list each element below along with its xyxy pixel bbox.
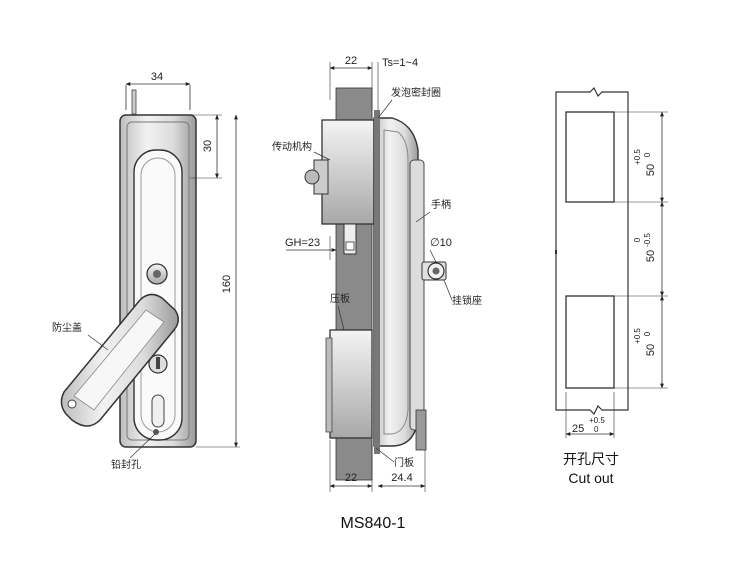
pressure-plate-label: 压板: [330, 292, 350, 305]
ts-dim: Ts=1~4: [382, 57, 418, 69]
door-panel-label: 门板: [394, 456, 414, 469]
cutout-tol-top-lower: 0: [643, 152, 652, 157]
cutout-dim-width: 25: [572, 423, 584, 435]
cutout-tol-width-upper: +0.5: [589, 416, 605, 425]
cutout-dim-top: 50: [645, 164, 657, 176]
side-bottom-right-dim: 24.4: [391, 472, 412, 484]
front-width-dim: 34: [151, 71, 163, 83]
handle-profile: [373, 110, 447, 454]
side-bottom-left-dim: 22: [345, 472, 357, 484]
cutout-view: 50 +0.5 0 50 0 -0.5 50 +0.5 0 25 +0.5 0 …: [555, 86, 668, 486]
handle-label: 手柄: [431, 198, 451, 211]
front-height-dim: 160: [221, 275, 233, 293]
cutout-dim-mid: 50: [645, 250, 657, 262]
cutout-tol-top-upper: +0.5: [633, 149, 642, 165]
seal-hole-label: 铅封孔: [111, 458, 141, 471]
front-view: 34 30 160 防尘盖 铅: [52, 71, 240, 471]
cutout-dim-bottom: 50: [645, 344, 657, 356]
mechanism-label: 传动机构: [272, 140, 312, 153]
gh-dim: GH=23: [285, 237, 320, 249]
cutout-tol-bottom-upper: +0.5: [633, 328, 642, 344]
dust-cover-label: 防尘盖: [52, 321, 82, 334]
cutout-tol-bottom-lower: 0: [643, 331, 652, 336]
dust-cover: [60, 293, 179, 427]
cutout-tol-mid-lower: -0.5: [643, 233, 652, 247]
transmission-mechanism: [304, 119, 375, 255]
cutout-window-top: [565, 111, 615, 203]
cutout-tol-mid-upper: 0: [633, 237, 642, 242]
lock-seat-label: 挂锁座: [452, 294, 482, 307]
cutout-caption-en: Cut out: [568, 470, 613, 486]
pressure-plate: [325, 329, 427, 451]
diameter-dim: ∅10: [430, 237, 452, 249]
foam-seal-label: 发泡密封圈: [391, 86, 441, 99]
cutout-caption-cn: 开孔尺寸: [563, 452, 619, 468]
side-top-left-dim: 22: [345, 55, 357, 67]
side-view: 22 Ts=1~4: [272, 55, 482, 492]
cutout-tol-width-lower: 0: [594, 425, 599, 434]
model-number: MS840-1: [341, 515, 406, 532]
front-top-dim: 30: [202, 140, 214, 152]
cutout-window-bottom: [565, 295, 615, 389]
seal-hole: [153, 429, 159, 435]
